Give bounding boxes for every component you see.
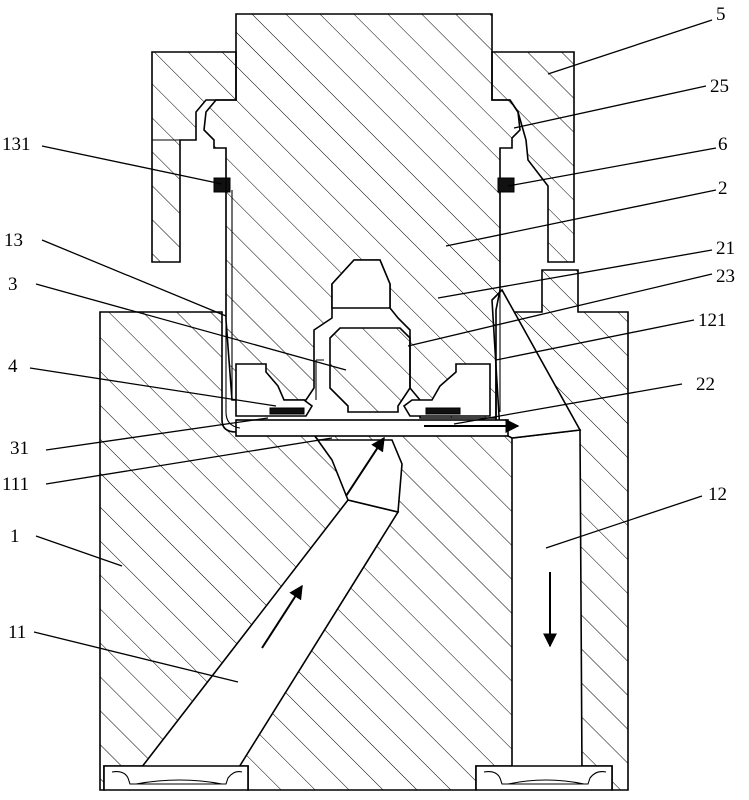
callout-25: 25 [710,76,729,97]
callout-4: 4 [8,356,18,377]
callout-3: 3 [8,274,18,295]
callout-6: 6 [718,134,728,155]
seal-ring-131 [214,178,230,192]
seal-ring-right [426,408,460,414]
callout-12: 12 [708,484,727,505]
horizontal-passage [236,420,508,436]
inlet-port-seat [104,766,248,790]
callout-2: 2 [718,178,728,199]
outlet-channel [512,430,582,772]
callout-11: 11 [8,622,26,643]
callout-131: 131 [2,134,31,155]
callout-22: 22 [696,374,715,395]
seal-ring-left [270,408,304,414]
callout-121: 121 [698,310,727,331]
callout-5: 5 [716,4,726,25]
callout-23: 23 [716,266,735,287]
valve-core [330,328,410,412]
callout-111: 111 [2,474,29,495]
callout-1: 1 [10,526,20,547]
locking-nut [152,52,236,262]
callout-31: 31 [10,438,29,459]
outlet-port-seat [476,766,612,790]
callout-21: 21 [716,238,735,259]
callout-13: 13 [4,230,23,251]
